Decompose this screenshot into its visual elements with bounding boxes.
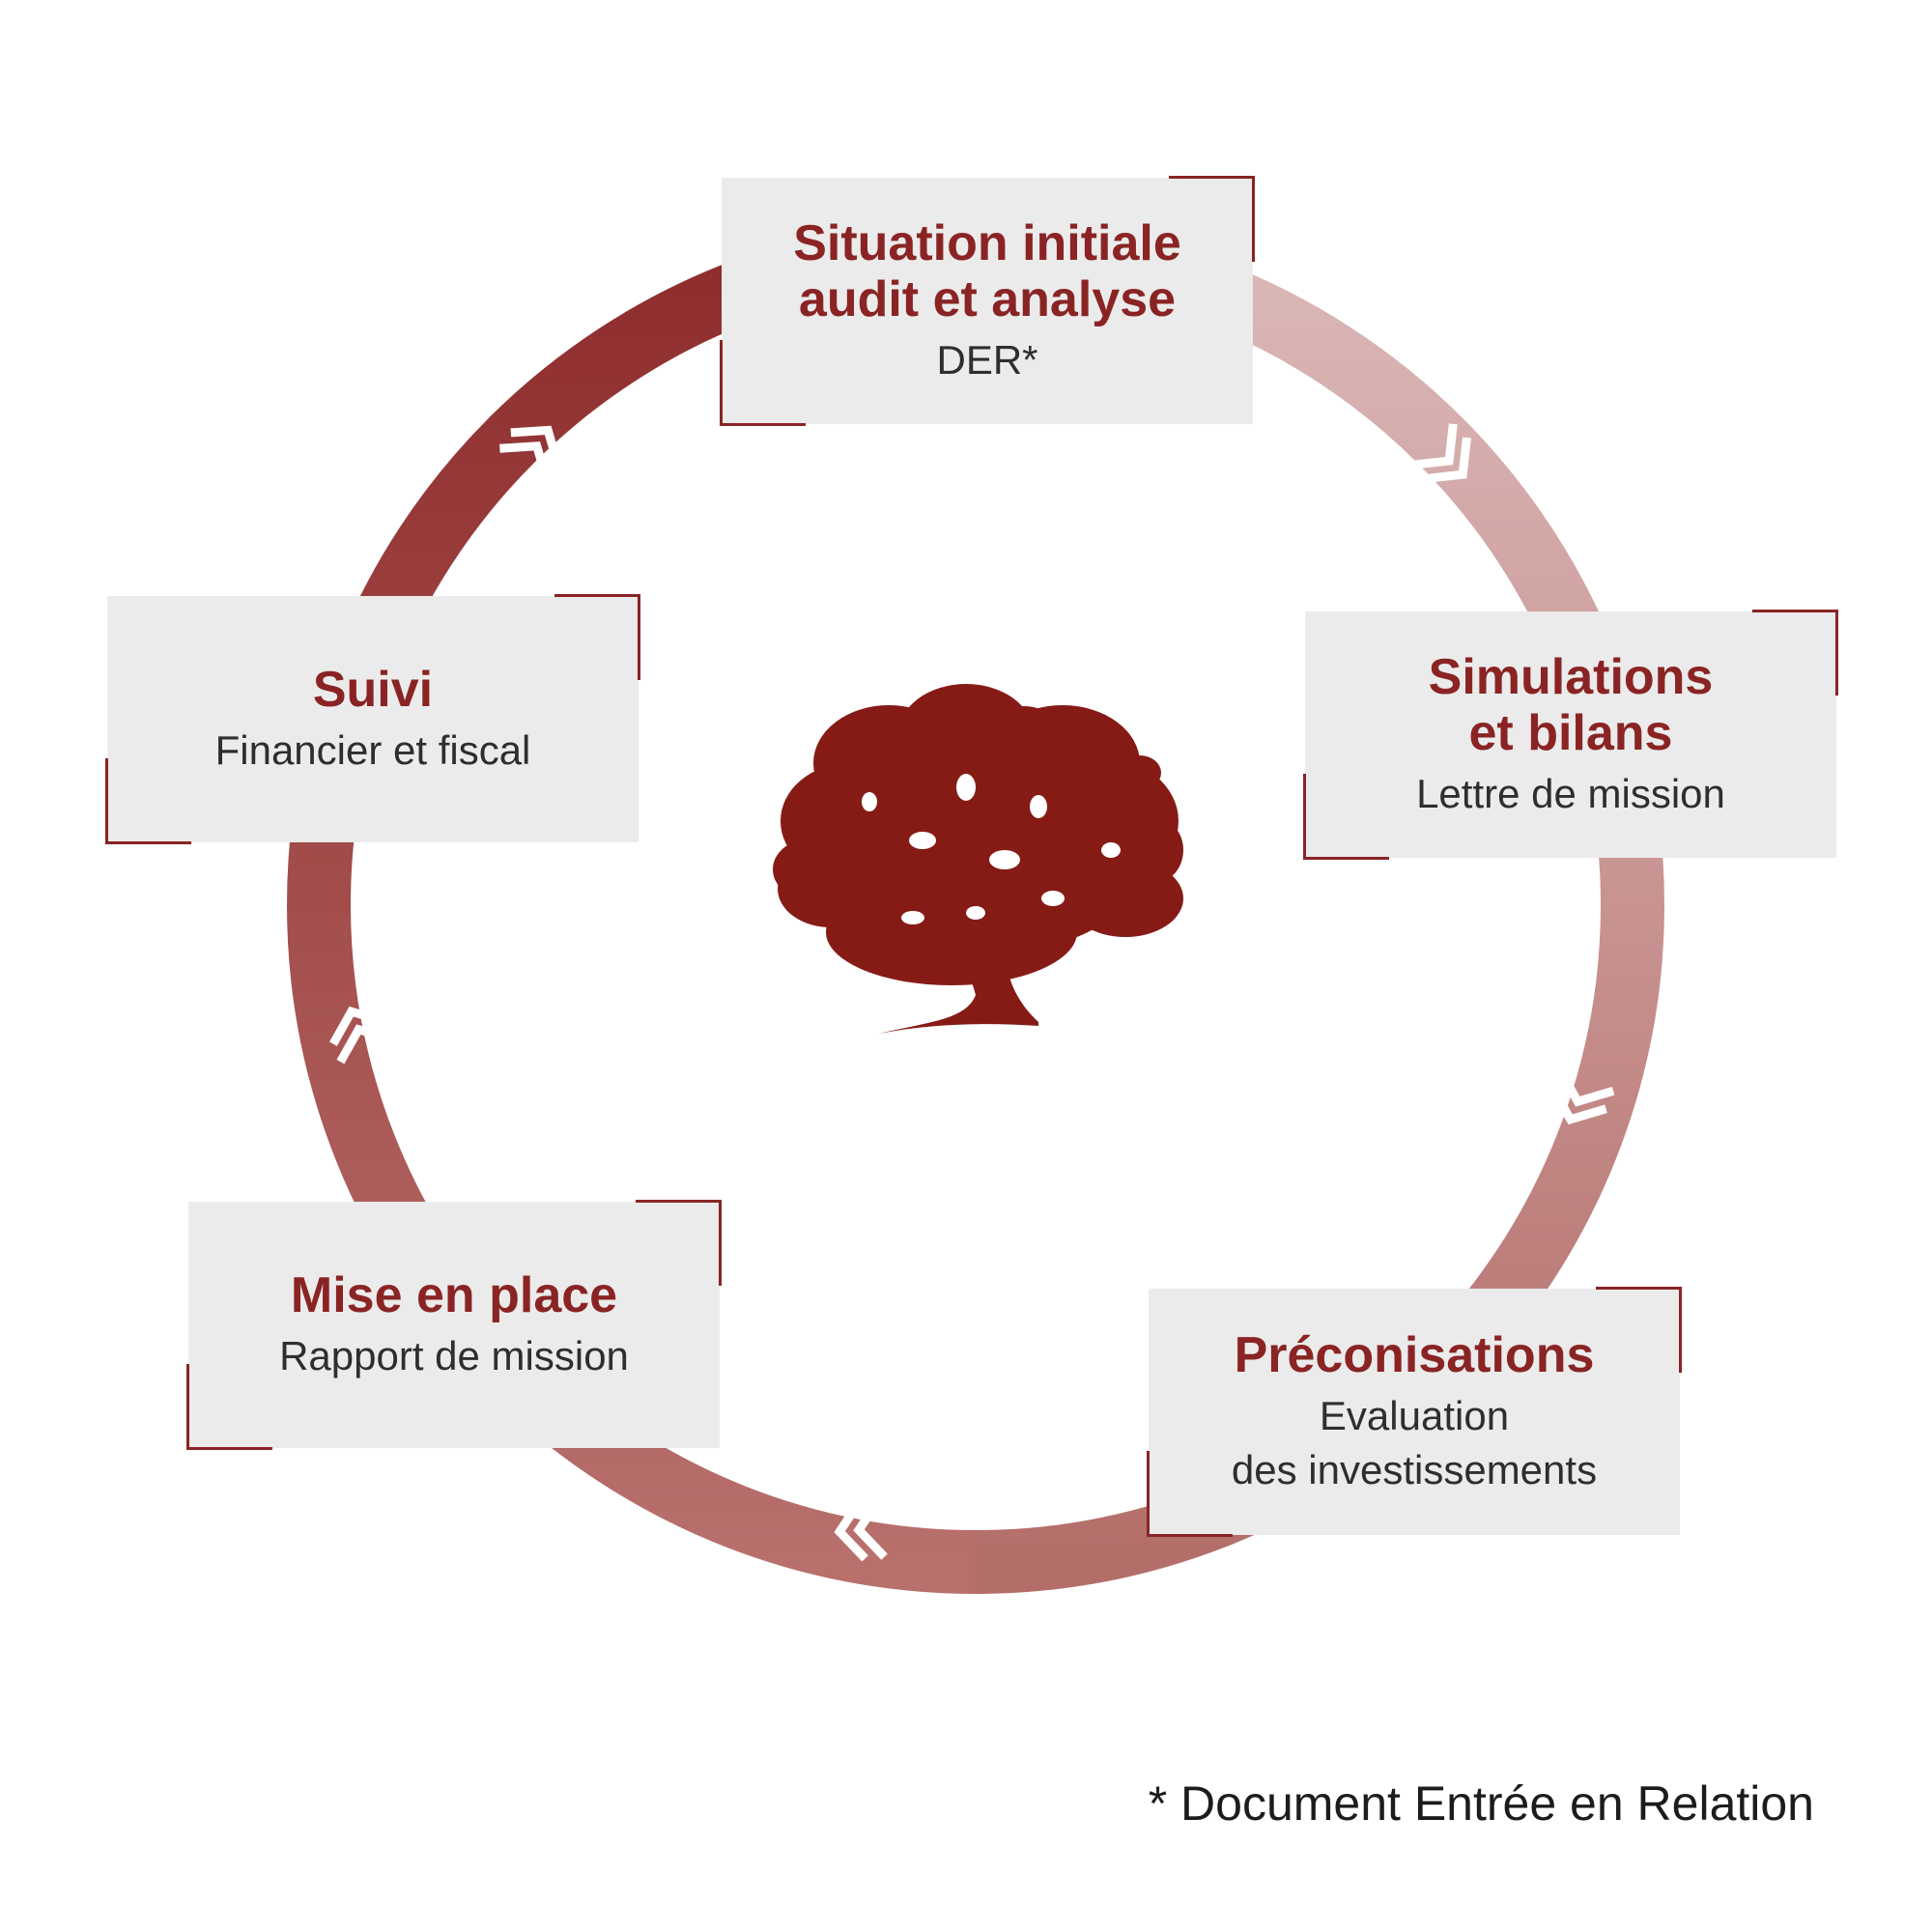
chevron-double-icon	[834, 1496, 888, 1562]
ring-left-half	[287, 216, 977, 1594]
chevron-double-icon	[329, 1006, 396, 1065]
chevron-double-icon	[1411, 423, 1471, 483]
corner-accent	[1169, 176, 1255, 262]
step-subtitle: Rapport de mission	[279, 1332, 629, 1378]
chevron-double-icon	[499, 425, 563, 483]
step-subtitle: Financier et fiscal	[214, 726, 531, 773]
step-box-simulations: Simulations et bilans Lettre de mission	[1303, 610, 1838, 860]
tree-logo	[773, 684, 1183, 1034]
step-title: Suivi	[312, 661, 434, 718]
step-subtitle: DER*	[936, 336, 1038, 383]
chevron-double-icon	[1548, 1066, 1615, 1125]
corner-accent	[1596, 1287, 1682, 1373]
step-subtitle: Lettre de mission	[1416, 770, 1725, 816]
step-title: Mise en place	[290, 1266, 618, 1323]
step-box-mise-en-place: Mise en place Rapport de mission	[186, 1200, 722, 1450]
corner-accent	[1303, 774, 1389, 860]
step-title: Préconisations	[1234, 1326, 1595, 1383]
footnote: * Document Entrée en Relation	[1148, 1776, 1814, 1831]
corner-accent	[1147, 1451, 1233, 1537]
corner-accent	[186, 1364, 272, 1450]
corner-accent	[105, 758, 191, 844]
step-title: Simulations et bilans	[1428, 648, 1714, 761]
step-box-preconisations: Préconisations Evaluation des investisse…	[1147, 1287, 1682, 1537]
corner-accent	[636, 1200, 722, 1286]
step-subtitle: Evaluation des investissements	[1231, 1392, 1598, 1492]
corner-accent	[1752, 610, 1838, 696]
corner-accent	[720, 340, 806, 426]
step-box-suivi: Suivi Financier et fiscal	[105, 594, 640, 844]
corner-accent	[554, 594, 640, 680]
step-title: Situation initiale audit et analyse	[793, 214, 1181, 327]
step-box-situation-initiale: Situation initiale audit et analyse DER*	[720, 176, 1255, 426]
